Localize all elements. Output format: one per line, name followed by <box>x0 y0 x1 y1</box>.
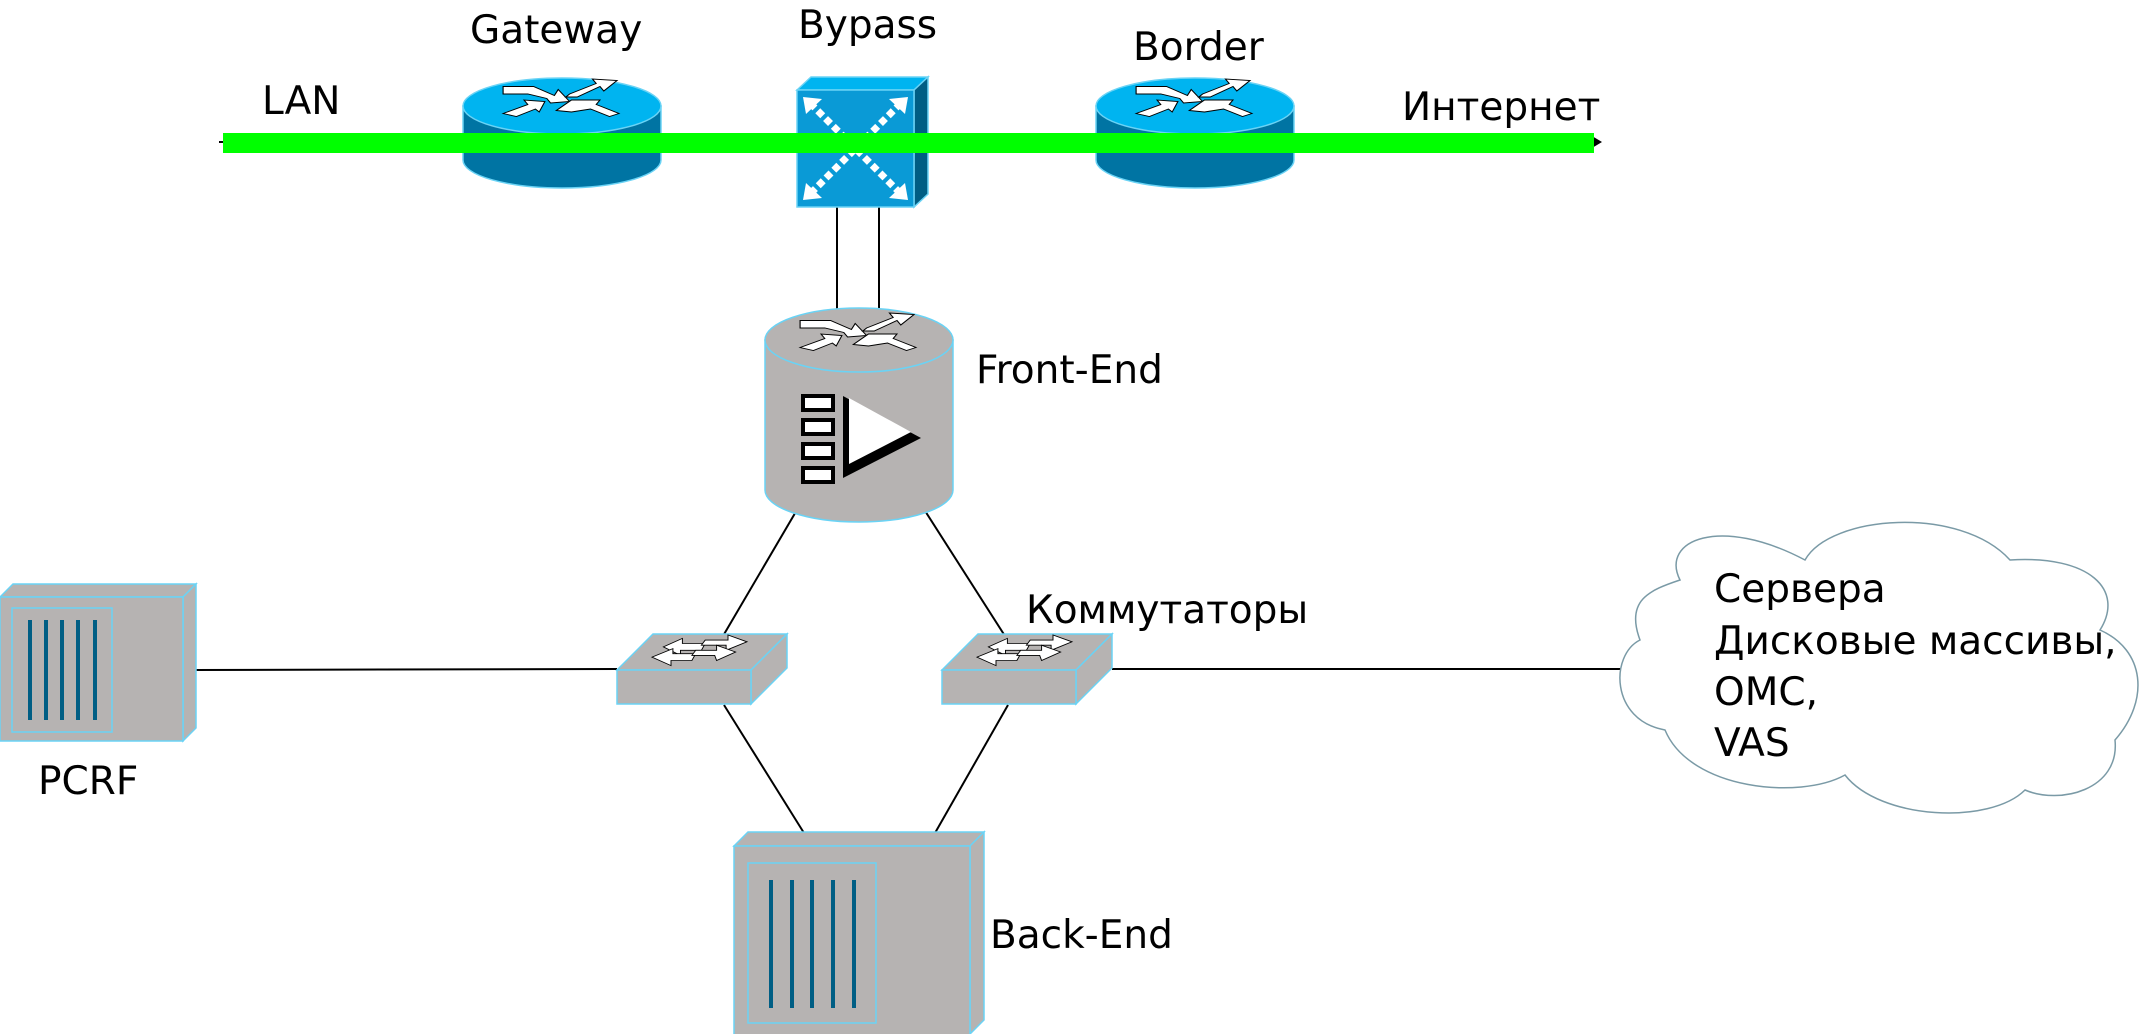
internet-label: Интернет <box>1402 85 1600 130</box>
border-label: Border <box>1133 25 1265 70</box>
pcrf-label: PCRF <box>38 759 138 804</box>
link-frontend-switch-left <box>722 502 802 637</box>
back-end-label: Back-End <box>990 913 1173 958</box>
pcrf-server-icon[interactable] <box>0 582 198 743</box>
dpi-slots-icon <box>801 394 835 484</box>
switches-label: Коммутаторы <box>1026 588 1308 633</box>
cloud-line-vas: VAS <box>1714 721 1790 766</box>
switch-left-icon[interactable] <box>615 632 789 706</box>
services-cloud-icon[interactable] <box>1619 521 2139 814</box>
traffic-line <box>219 133 1602 153</box>
bypass-label: Bypass <box>798 3 937 48</box>
play-triangle-icon <box>843 396 921 478</box>
back-end-server-icon[interactable] <box>732 830 986 1034</box>
link-frontend-switch-right <box>919 502 1006 637</box>
front-end-label: Front-End <box>976 348 1163 393</box>
front-end-dpi-icon[interactable] <box>764 307 954 523</box>
link-switch-left-backend <box>723 704 805 834</box>
cloud-line-disk-arrays: Дисковые массивы, <box>1714 619 2117 664</box>
link-switch-right-backend <box>934 704 1009 834</box>
link-pcrf-switch-left <box>195 668 618 671</box>
cloud-line-servers: Сервера <box>1714 567 1886 612</box>
switch-right-icon[interactable] <box>940 632 1114 706</box>
gateway-label: Gateway <box>470 8 642 53</box>
cloud-text: Сервера Дисковые массивы, OMC, VAS <box>1714 567 2117 766</box>
cloud-line-omc: OMC, <box>1714 670 1818 715</box>
links <box>195 205 1632 834</box>
lan-label: LAN <box>262 79 340 124</box>
